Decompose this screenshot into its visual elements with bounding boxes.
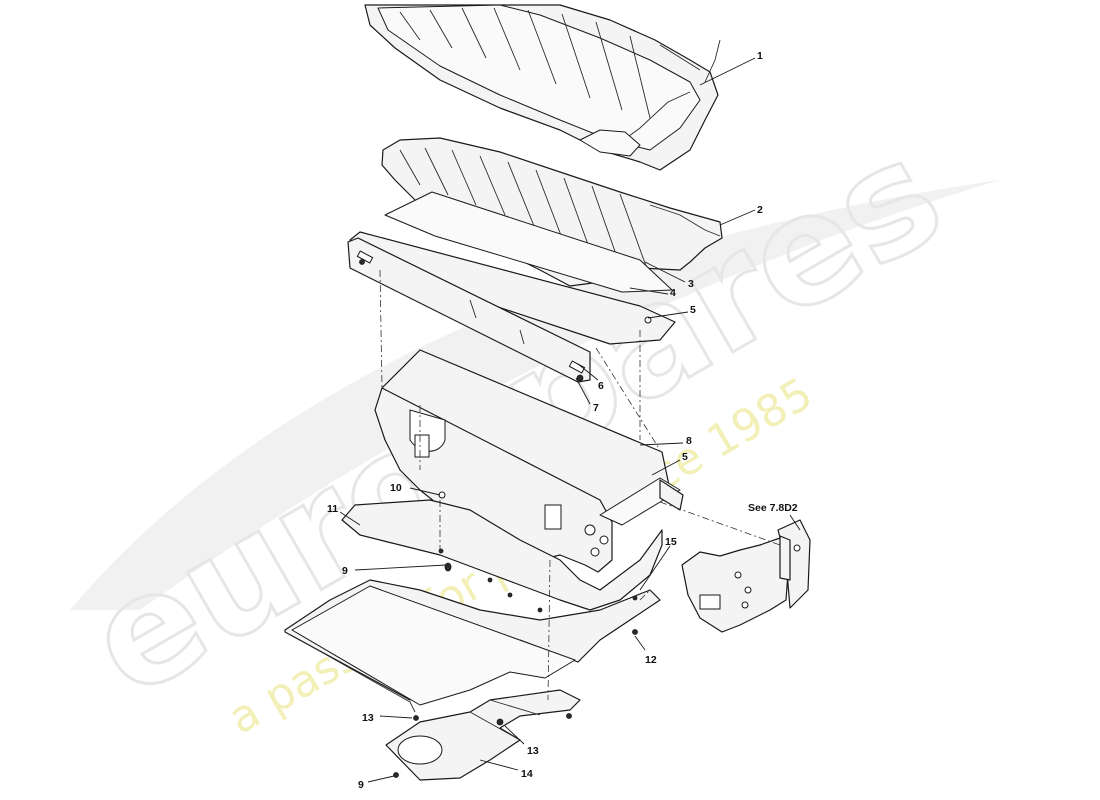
callout-9b: 9 <box>358 779 364 791</box>
callout-8: 8 <box>686 435 692 447</box>
callout-13a: 13 <box>362 712 374 724</box>
callout-6: 6 <box>598 380 604 392</box>
fasteners <box>393 595 638 778</box>
alignment-lines <box>379 269 781 701</box>
part-11-front-panel <box>341 491 663 611</box>
callouts: 1 2 3 4 5 6 7 8 5 10 11 9 15 12 13 13 9 … <box>327 50 798 791</box>
callout-9a: 9 <box>342 565 348 577</box>
callout-13b: 13 <box>527 745 539 757</box>
callout-3: 3 <box>688 278 694 290</box>
part-14-lower-panel <box>385 689 581 781</box>
watermark-swoosh <box>70 180 1000 610</box>
part-3-panel <box>384 191 673 293</box>
callout-11: 11 <box>327 503 338 515</box>
right-bracket <box>681 519 811 633</box>
see-reference-label: See 7.8D2 <box>748 502 798 514</box>
callout-15: 15 <box>665 536 677 548</box>
callout-4: 4 <box>670 287 676 299</box>
leader-lines <box>339 57 801 783</box>
callout-12: 12 <box>645 654 657 666</box>
callout-2: 2 <box>757 204 763 216</box>
callout-5a: 5 <box>690 304 696 316</box>
callout-10: 10 <box>390 482 402 494</box>
callout-5b: 5 <box>682 451 688 463</box>
callout-7: 7 <box>593 402 599 414</box>
part-8-bulkhead <box>374 349 684 573</box>
part-1-tray <box>364 4 721 171</box>
floor-panel <box>284 577 661 713</box>
callout-14: 14 <box>521 768 533 780</box>
callout-1: 1 <box>757 50 763 62</box>
